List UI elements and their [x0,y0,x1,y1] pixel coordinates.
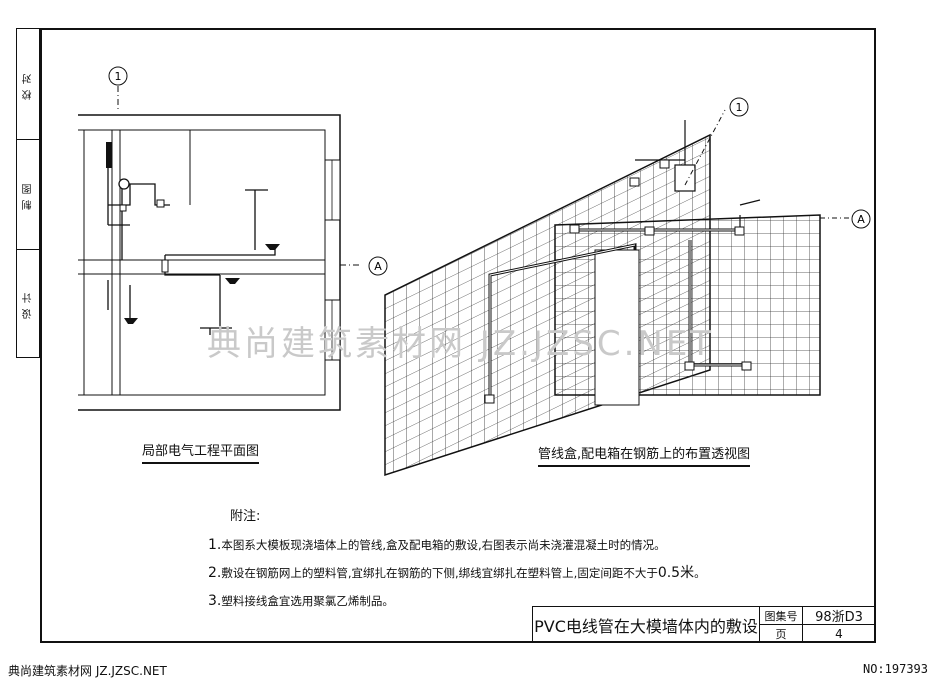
atlas-number: 98浙D3 [802,606,876,625]
note-item-3: 3.塑料接线盒宜选用聚氯乙烯制品。 [208,593,394,609]
perspective-caption-text: 管线盒,配电箱在钢筋上的布置透视图 [538,447,751,462]
watermark: 典尚建筑素材网 JZ.JZSC.NET [207,324,715,364]
electrical-plan-drawing: 1 [78,66,360,411]
rebar-perspective-drawing [384,109,850,477]
approval-cell-design: 设计 [17,249,39,357]
perspective-caption: 管线盒,配电箱在钢筋上的布置透视图 [538,443,751,467]
perspective-axis-a-label: A [857,213,865,226]
distribution-box [674,164,696,192]
drawing-frame [40,28,876,643]
plan-axis-a-label: A [374,260,382,273]
page-label: 页 [759,624,803,643]
perspective-axis-1-label: 1 [736,101,743,114]
approval-cell-check: 校对 [17,29,39,140]
approval-label-design: 设计 [22,287,34,319]
approval-cell-draw: 制图 [17,139,39,250]
plan-caption: 局部电气工程平面图 [142,440,260,464]
plan-axis-a-marker: A [368,256,388,276]
perspective-axis-a-marker: A [851,209,871,229]
footer-site-name: 典尚建筑素材网 JZ.JZSC.NET [8,664,167,678]
footer-image-number: NO:197393 [862,662,928,676]
plan-caption-text: 局部电气工程平面图 [142,444,260,459]
note-item-1: 1.本图系大模板现浇墙体上的管线,盒及配电箱的敷设,右图表示尚未浇灌混凝土时的情… [208,537,666,553]
drawing-title: PVC电线管在大模墙体内的敷设 [532,606,760,643]
perspective-axis-1-marker: 1 [729,97,749,117]
title-block: PVC电线管在大模墙体内的敷设 图集号 98浙D3 页 4 [532,606,876,643]
approval-label-check: 校对 [22,68,34,100]
notes-title: 附注: [230,509,261,524]
atlas-number-label: 图集号 [759,606,803,625]
distribution-box-symbol [106,142,112,168]
note-item-2: 2.敷设在钢筋网上的塑料管,宜绑扎在钢筋的下侧,绑线宜绑扎在塑料管上,固定间距不… [208,565,706,581]
plan-axis-1-label: 1 [115,70,122,83]
approval-label-draw: 制图 [22,178,34,210]
approval-strip: 校对 制图 设计 [16,28,40,358]
page-number: 4 [802,624,876,643]
notes-block: 附注: 1.本图系大模板现浇墙体上的管线,盒及配电箱的敷设,右图表示尚未浇灌混凝… [208,503,706,615]
